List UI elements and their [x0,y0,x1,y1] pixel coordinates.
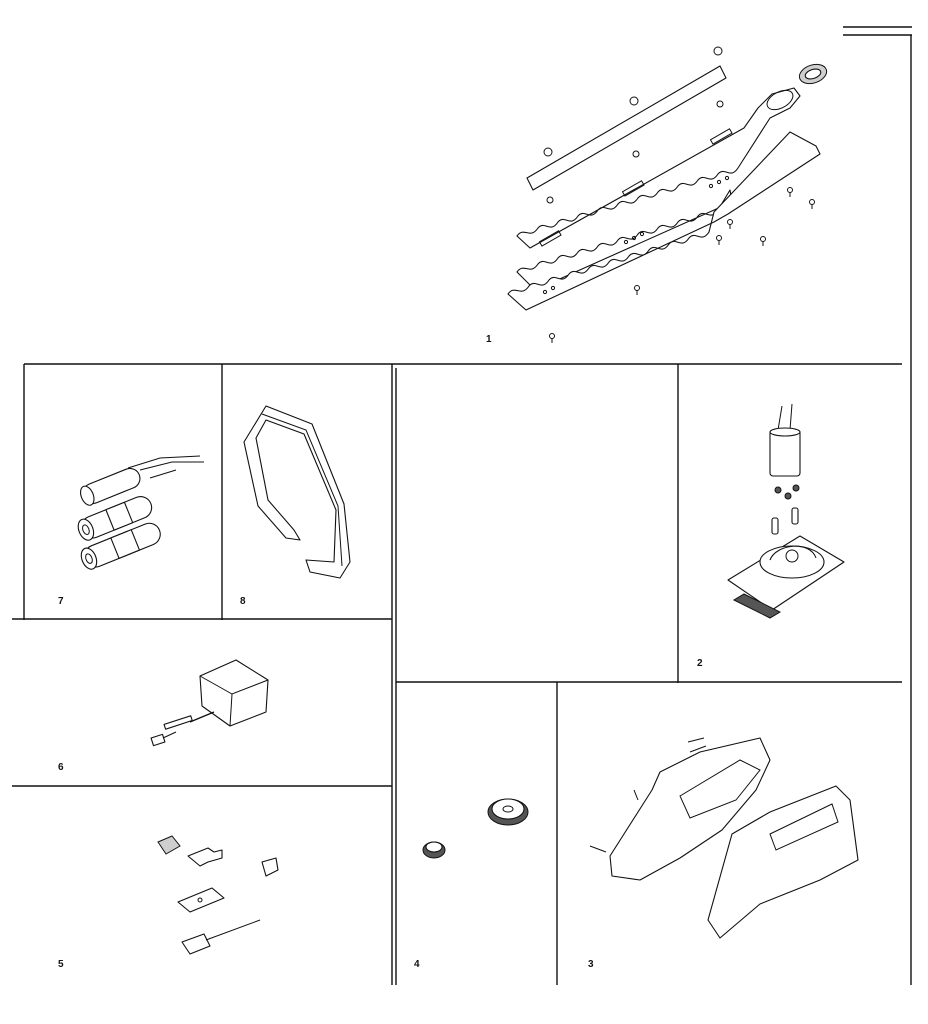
panel-label-switch-parts: 5 [58,959,64,970]
panel-label-handle: 8 [240,596,246,607]
motor-drawing [727,403,845,619]
panel-frame [12,26,912,985]
panel-label-charger: 6 [58,762,64,773]
housing-drawing [589,737,859,939]
panel-label-motor: 2 [697,658,703,669]
panel-label-blades: 1 [486,334,492,345]
panel-label-housing: 3 [588,959,594,970]
charger-drawing [150,659,269,747]
switch-parts-drawing [157,835,279,955]
handle-drawing [243,405,351,579]
blade-assembly-drawing [507,46,828,343]
panel-label-gears: 4 [414,959,420,970]
battery-pack-drawing [77,455,204,570]
panel-label-battery-pack: 7 [58,596,64,607]
gears-drawing [422,798,529,859]
blade-screws [549,187,815,343]
